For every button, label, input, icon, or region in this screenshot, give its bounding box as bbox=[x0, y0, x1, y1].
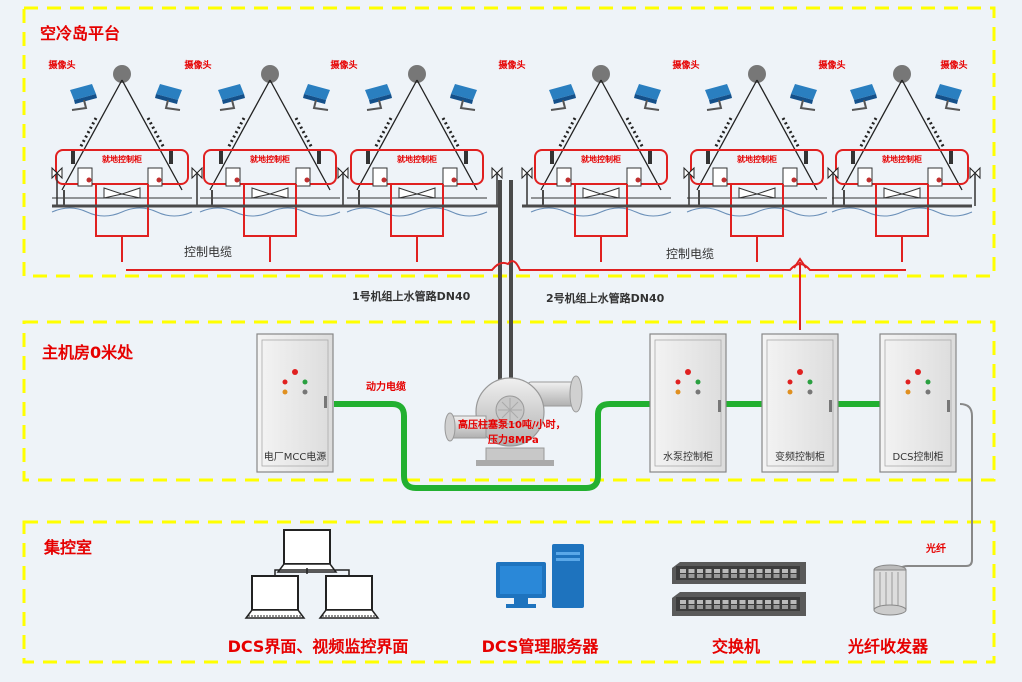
cooling-unit: 就地控制柜 bbox=[199, 65, 341, 262]
camera-icon bbox=[850, 84, 877, 111]
camera-icon bbox=[705, 84, 732, 111]
local-cabinet-label: 就地控制柜 bbox=[397, 154, 437, 164]
cabinet-pump-label: 水泵控制柜 bbox=[663, 450, 713, 463]
camera-label: 摄像头 bbox=[818, 59, 845, 71]
camera-label: 摄像头 bbox=[672, 59, 699, 71]
pump-label-line2: 压力8MPa bbox=[488, 433, 539, 446]
switch-ports bbox=[680, 600, 797, 609]
camera-icon bbox=[634, 84, 661, 111]
camera-icon bbox=[935, 84, 962, 111]
camera-label: 摄像头 bbox=[330, 59, 357, 71]
zone-title-mid: 主机房0米处 bbox=[42, 343, 134, 362]
cabinet-mcc: 电厂MCC电源 bbox=[256, 333, 334, 473]
local-cabinet-label: 就地控制柜 bbox=[250, 154, 290, 164]
zone-top-border bbox=[22, 6, 996, 278]
control-cable-bus bbox=[126, 260, 906, 271]
valve-icon bbox=[191, 166, 203, 206]
cabinet-vfd: 变频控制柜 bbox=[761, 333, 839, 473]
water-pipes bbox=[52, 180, 972, 390]
fiber-label: 光纤 bbox=[925, 542, 946, 555]
cabinet-pump: 水泵控制柜 bbox=[649, 333, 727, 473]
control-room-dcs-ui-label: DCS界面、视频监控界面 bbox=[228, 637, 409, 656]
camera-icon bbox=[549, 84, 576, 111]
valve-icon bbox=[491, 166, 503, 206]
high-pressure-pump: 高压柱塞泵10吨/小时， 压力8MPa bbox=[444, 375, 583, 466]
laptop-icon bbox=[244, 575, 306, 619]
camera-icon bbox=[218, 84, 245, 111]
control-room-server-label: DCS管理服务器 bbox=[482, 637, 600, 656]
zone-title-bottom: 集控室 bbox=[43, 538, 92, 557]
indicator-lamps bbox=[282, 369, 308, 395]
pump-label-line1: 高压柱塞泵10吨/小时， bbox=[458, 418, 566, 431]
zone-title-top: 空冷岛平台 bbox=[40, 24, 120, 43]
valve-icon bbox=[969, 166, 981, 206]
power-cable-label: 动力电缆 bbox=[366, 380, 406, 393]
server-icon bbox=[496, 544, 584, 608]
camera-label: 摄像头 bbox=[48, 59, 75, 71]
cooling-unit: 就地控制柜 bbox=[51, 65, 193, 262]
fiber-transceiver-icon bbox=[873, 564, 907, 616]
camera-icon bbox=[450, 84, 477, 111]
camera-label: 摄像头 bbox=[184, 59, 211, 71]
valve-icon bbox=[51, 166, 63, 206]
cabinet-dcs: DCS控制柜 bbox=[879, 333, 957, 473]
switch-icon bbox=[672, 562, 806, 616]
cabinet-dcs-label: DCS控制柜 bbox=[892, 450, 943, 463]
cooling-unit: 就地控制柜 bbox=[346, 65, 488, 262]
camera-icon bbox=[303, 84, 330, 111]
valve-icon bbox=[521, 166, 533, 206]
laptop-icon bbox=[276, 529, 338, 573]
indicator-lamps bbox=[675, 369, 701, 395]
cabinet-vfd-label: 变频控制柜 bbox=[775, 450, 825, 463]
camera-icon bbox=[70, 84, 97, 111]
pipe-label-2: 2号机组上水管路DN40 bbox=[546, 291, 665, 305]
cooling-unit: 就地控制柜 bbox=[530, 65, 672, 262]
laptop-icon bbox=[318, 575, 380, 619]
valve-icon bbox=[337, 166, 349, 206]
camera-label: 摄像头 bbox=[498, 59, 525, 71]
control-room-transceiver-label: 光纤收发器 bbox=[847, 637, 929, 656]
valve-icon bbox=[827, 166, 839, 206]
local-cabinet-label: 就地控制柜 bbox=[737, 154, 777, 164]
camera-icon bbox=[790, 84, 817, 111]
indicator-lamps bbox=[787, 369, 813, 395]
local-cabinet-label: 就地控制柜 bbox=[581, 154, 621, 164]
control-cable-label-left: 控制电缆 bbox=[184, 245, 232, 259]
local-cabinet-label: 就地控制柜 bbox=[102, 154, 142, 164]
control-cable-arrow bbox=[793, 257, 807, 269]
cabinet-mcc-label: 电厂MCC电源 bbox=[264, 450, 327, 463]
indicator-lamps bbox=[905, 369, 931, 395]
switch-ports bbox=[680, 569, 797, 578]
valve-icon bbox=[683, 166, 695, 206]
zone-bottom-border bbox=[22, 520, 996, 664]
cooling-unit: 就地控制柜 bbox=[686, 65, 828, 262]
camera-icon bbox=[155, 84, 182, 111]
control-cable-label-right: 控制电缆 bbox=[666, 247, 714, 261]
laptop-group bbox=[244, 529, 380, 619]
camera-label: 摄像头 bbox=[940, 59, 967, 71]
control-room-switch-label: 交换机 bbox=[712, 637, 760, 656]
local-cabinet-label: 就地控制柜 bbox=[882, 154, 922, 164]
camera-icon bbox=[365, 84, 392, 111]
pipe-label-1: 1号机组上水管路DN40 bbox=[352, 289, 471, 303]
cooling-unit: 就地控制柜 bbox=[831, 65, 973, 262]
